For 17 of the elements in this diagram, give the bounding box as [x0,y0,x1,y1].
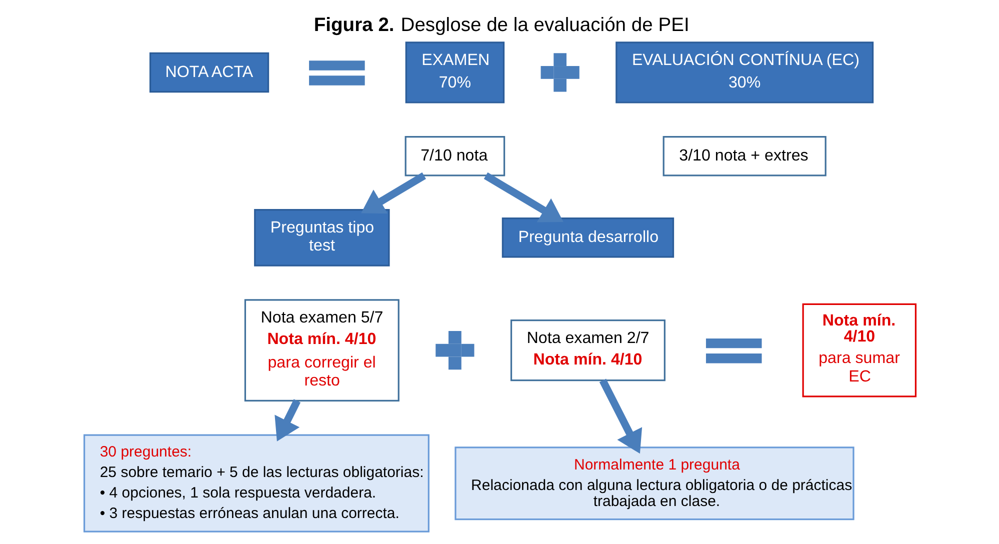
node-box: Preguntas tipo test [254,208,390,266]
node-box: Normalmente 1 pregunta Relacionada con alguna lectura obligatoria o de prácticas trabajada en clase. [454,446,854,520]
diagram-title: Figura 2. Desglose de la evaluación de PEI [313,15,689,36]
arrow [274,399,300,442]
arrow [360,172,426,214]
node-box: 3/10 nota + extres [662,136,826,176]
node-box: Nota examen 5/7 Nota mín. 4/10 para corregir el resto [244,299,399,402]
arrow [598,378,642,454]
node-box: Nota mín. 4/10 para sumar EC [802,303,916,398]
node-box: EVALUACIÓN CONTÍNUA (EC) 30% [615,42,874,104]
node-box: Nota examen 2/7 Nota mín. 4/10 [510,319,665,382]
node-box: Pregunta desarrollo [501,218,674,258]
node-box: EXAMEN 70% [404,42,504,104]
arrow [483,172,563,222]
node-box: 7/10 nota [404,136,505,176]
node-box: NOTA ACTA [148,52,269,93]
node-box: 30 preguntes: 25 sobre temario + 5 de las lecturas obligatorias: • 4 opciones, 1 sola respuesta verdadera. • 3 respuestas erróneas anulan una correcta. [82,434,429,532]
